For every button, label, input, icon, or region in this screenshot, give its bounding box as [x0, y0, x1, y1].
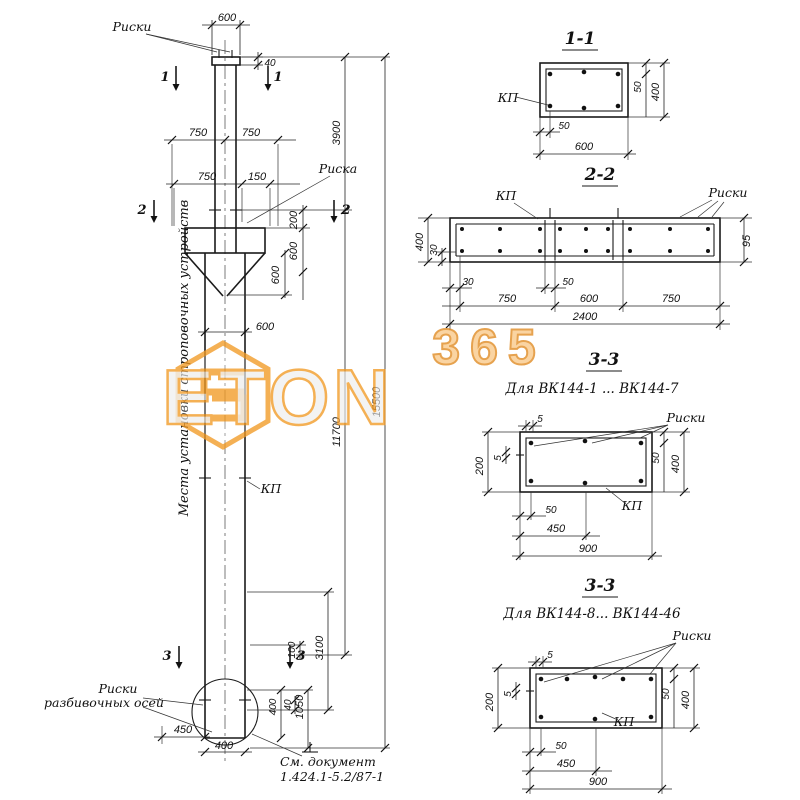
section-3-3b-title: 3-3 [585, 576, 616, 596]
kp-label-s22: КП [495, 188, 518, 203]
rebar-dots [547, 69, 621, 111]
section-cut-markers [150, 66, 338, 669]
doc-reference-2: 1.424.1-5.2/87-1 [280, 769, 384, 784]
dim-3900: 3900 [331, 120, 343, 145]
riski-axes-label-1: Риски [98, 681, 138, 696]
riski-label-s33b: Риски [672, 628, 712, 643]
riski-label-s22: Риски [708, 185, 748, 200]
s22-stirrups [455, 208, 715, 260]
section3-marker-right: 3 [296, 649, 305, 664]
section-3-3a-title: 3-3 [589, 350, 620, 370]
dim-40-bottom: 40 [283, 699, 294, 711]
kp-label-main: КП [260, 481, 283, 496]
s33a-dims [482, 420, 690, 561]
s33b-dim-400: 400 [680, 690, 692, 709]
section2-marker-right: 2 [340, 203, 350, 218]
dim-600-top: 600 [218, 12, 237, 24]
s33a-dim-900: 900 [579, 543, 598, 555]
s33a-dim-5-side: 5 [493, 455, 504, 461]
s33b-dim-50-bottom: 50 [555, 741, 567, 752]
s22-dim-600: 600 [580, 293, 599, 305]
s22-dim-750-b: 750 [662, 293, 681, 305]
riski-tick-marks [199, 50, 251, 701]
dim-1050: 1050 [294, 694, 306, 719]
section-3-3b-subtitle: Для ВК144-8... ВК144-46 [502, 606, 681, 622]
watermark-brand-text: ETON [162, 353, 393, 441]
dim-15500: 15500 [371, 386, 383, 417]
dim-11700: 11700 [331, 416, 343, 447]
watermark: ETON 365 [161, 318, 545, 450]
dim-600-corbel: 600 [288, 241, 300, 260]
dim-100: 100 [287, 641, 298, 658]
s33a-dim-400: 400 [670, 454, 682, 473]
s11-dim-50-side: 50 [633, 81, 644, 93]
section-1-1-title: 1-1 [565, 29, 596, 49]
dim-150: 150 [248, 171, 267, 183]
s22-dim-750-a: 750 [498, 293, 517, 305]
section-2-2-title: 2-2 [584, 165, 616, 185]
column-elevation-outline [184, 40, 266, 764]
section-3-3-a: 3-3 Для ВК144-1 ... ВК144-7 Риски [474, 350, 706, 561]
watermark-hexagon-logo [175, 340, 271, 450]
dim-600-lower: 600 [270, 265, 282, 284]
s33a-dim-50-bottom: 50 [545, 505, 557, 516]
dim-3100: 3100 [314, 635, 326, 660]
section1-marker-left: 1 [160, 70, 169, 85]
rebar-dots [528, 438, 644, 486]
s33a-dim-5-top: 5 [537, 414, 543, 425]
dim-750-b: 750 [242, 127, 261, 139]
main-view-labels: Риски 600 40 1 1 750 750 750 150 Риска 2… [44, 12, 384, 784]
s33a-dim-50-side: 50 [651, 452, 662, 464]
dim-40-top: 40 [264, 58, 276, 69]
watermark-number-text: 365 [432, 319, 545, 375]
s33b-dim-900: 900 [589, 776, 608, 788]
dim-200: 200 [288, 210, 300, 230]
section-3-3a-subtitle: Для ВК144-1 ... ВК144-7 [505, 381, 679, 397]
s33b-dim-450: 450 [557, 758, 576, 770]
section3-marker-left: 3 [162, 649, 171, 664]
riski-top-label: Риски [112, 19, 152, 34]
dim-450: 450 [174, 724, 193, 736]
s22-dim-95: 95 [741, 234, 753, 247]
dim-400-bottom: 400 [215, 740, 234, 752]
rebar-dots [460, 227, 710, 253]
s22-dim-2400: 2400 [572, 311, 598, 323]
s11-dims [533, 58, 670, 160]
dim-600-shaft: 600 [256, 321, 275, 333]
section-1-1: 1-1 КП 50 400 50 600 [497, 29, 670, 160]
s22-dims [418, 213, 752, 330]
dim-400-lower: 400 [268, 698, 279, 715]
s33b-dim-5-side: 5 [503, 691, 514, 697]
riski-label-s33a: Риски [666, 410, 706, 425]
s22-dim-50: 50 [562, 277, 574, 288]
s11-dim-50-bottom: 50 [558, 121, 570, 132]
riska-label: Риска [318, 161, 357, 176]
s11-dim-400: 400 [650, 82, 662, 101]
s33a-dim-200: 200 [474, 456, 486, 476]
riski-axes-label-2: разбивочных осей [44, 695, 164, 710]
doc-reference-1: См. документ [280, 754, 376, 769]
section2-marker-left: 2 [136, 203, 146, 218]
sling-devices-note: Места установки строповочных устройств [177, 200, 192, 518]
section-3-3-b: 3-3 Для ВК144-8... ВК144-46 Риски [484, 576, 711, 794]
kp-label-s33a: КП [621, 498, 644, 513]
s33b-dims [492, 656, 700, 794]
s11-dim-600: 600 [575, 141, 594, 153]
dim-750-a: 750 [189, 127, 208, 139]
s33b-dim-200: 200 [484, 692, 496, 712]
s22-dim-30-bottom: 30 [462, 277, 474, 288]
s33b-dim-50-side: 50 [661, 688, 672, 700]
dim-750-c: 750 [198, 171, 217, 183]
s33b-dim-5-top: 5 [547, 650, 553, 661]
s22-dim-30-side: 30 [429, 244, 440, 256]
rebar-dots [538, 674, 654, 722]
s22-dim-400: 400 [414, 232, 426, 251]
section1-marker-right: 1 [273, 70, 282, 85]
kp-label-s11: КП [497, 90, 520, 105]
section-2-2: 2-2 КП Риски [414, 165, 753, 330]
kp-label-s33b: КП [613, 714, 636, 729]
s33a-dim-450: 450 [547, 523, 566, 535]
